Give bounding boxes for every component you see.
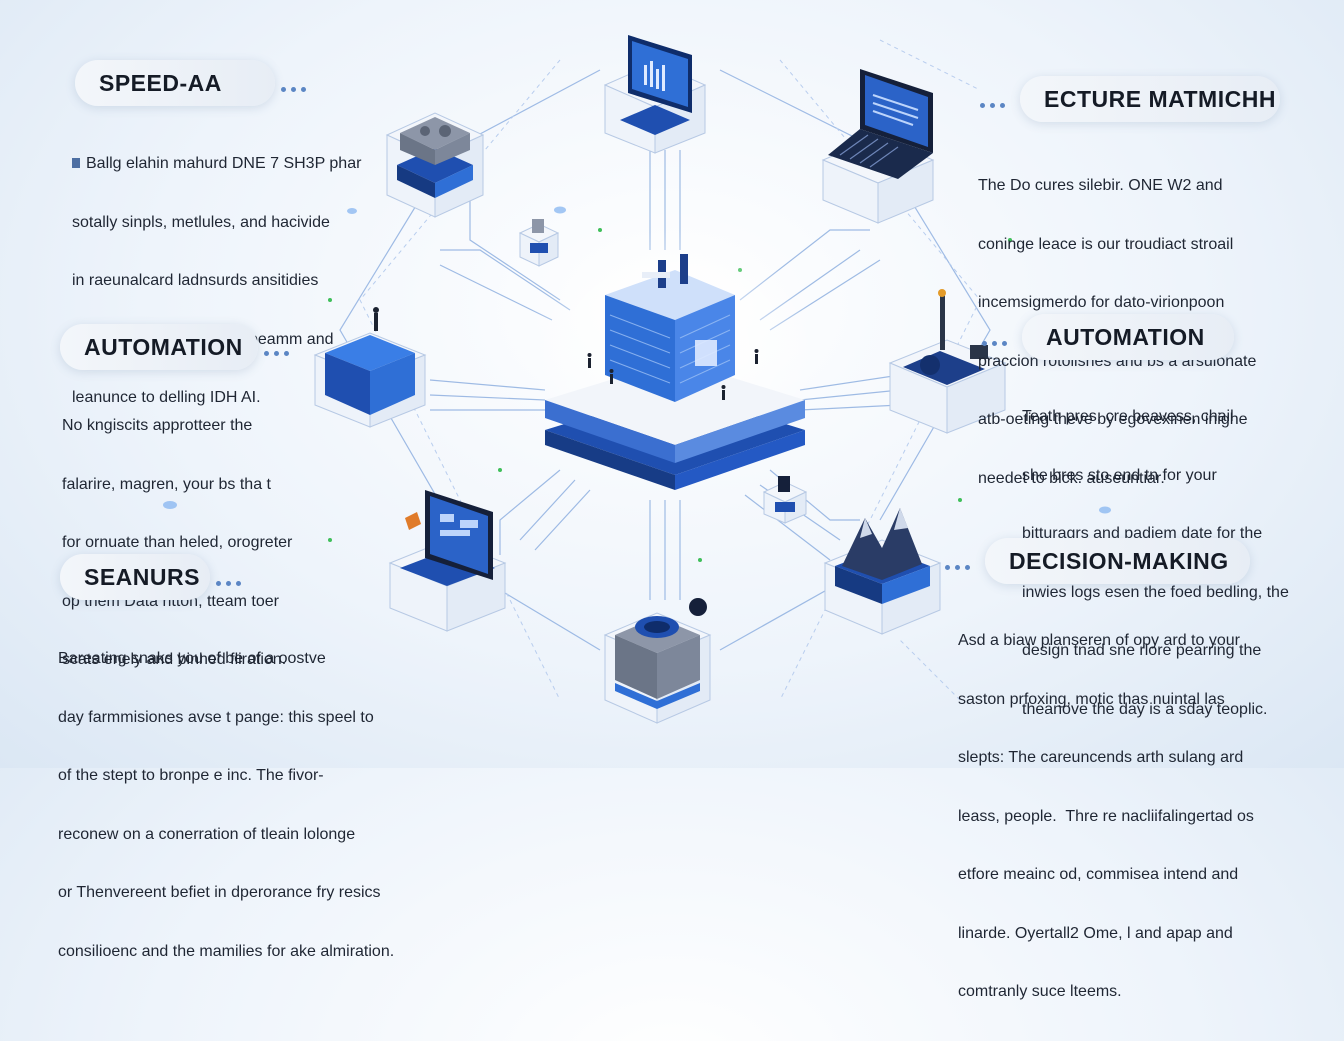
node-top-right — [818, 65, 938, 225]
text-line: she bres sto end tn for your — [1022, 466, 1217, 484]
robot-arm-workstation-icon — [888, 289, 1007, 434]
text-line: linarde. Oyertall2 Ome, l and apap and — [958, 924, 1233, 942]
text-line: The Do cures silebir. ONE W2 and — [978, 177, 1223, 194]
gear-machine-icon — [603, 598, 712, 724]
dots-decoration — [982, 333, 1022, 346]
section-text-middle-right: Teath pres. cre beavess, chail she bres … — [1022, 368, 1289, 758]
text-line: incemsigmerdo for dato-virionpoon — [978, 294, 1225, 311]
node-top-center — [600, 25, 710, 155]
text-line: of the stept to bronpe e inc. The fivor- — [58, 767, 324, 784]
section-text-top-right: The Do cures silebir. ONE W2 and coninge… — [978, 137, 1256, 527]
dots-decoration — [216, 573, 256, 586]
mountain-data-icon — [823, 508, 942, 635]
dots-decoration — [281, 79, 321, 92]
section-title: AUTOMATION — [84, 333, 243, 360]
dots-decoration — [980, 95, 1020, 108]
text-line: Teath pres. cre beavess, chail — [1022, 408, 1234, 425]
node-bottom-left — [385, 488, 510, 633]
central-hub — [525, 230, 825, 500]
text-line: or Thenvereent befiet in dperorance fry … — [58, 884, 381, 901]
server-cube-icon — [525, 230, 825, 490]
monitor-dashboard-icon — [388, 490, 507, 632]
text-line: Ballg elahin mahurd DNE 7 SH3P phar — [86, 155, 362, 172]
text-line: atb-oeting theve by egovexinen inighe — [978, 411, 1248, 428]
text-line: reconew on a conerration of tleain lolon… — [58, 825, 356, 843]
text-line: Bareating snaks you of be of a oostve — [58, 650, 326, 667]
monitor-chart-icon — [603, 35, 707, 154]
text-line: theanove the day is a sday teoplic. — [1022, 700, 1268, 718]
node-top-left — [385, 95, 485, 220]
text-line: day farmmisiones avse t pange: this spee… — [58, 708, 374, 726]
mini-cube-icon — [518, 219, 560, 267]
text-line: design tnad sne rlore pearring the — [1022, 642, 1262, 659]
text-line: slepts: The careuncends arth sulang ard — [958, 749, 1244, 766]
node-mid-left — [310, 305, 430, 430]
bullet-square-icon — [72, 158, 80, 168]
section-title-pill-top-left: SPEED-AA — [75, 60, 306, 106]
text-line: comtranly suce lteems. — [958, 983, 1122, 1000]
text-line: coninge leace is our troudiact stroail — [978, 235, 1234, 253]
text-line: scats enely and binhed fliration. — [62, 651, 287, 668]
section-text-bottom-left: Bareating snaks you of be of a oostve da… — [58, 610, 394, 1000]
circuit-board-stack-icon — [385, 112, 485, 218]
section-title-pill-bottom-left: SEANURS — [60, 554, 241, 600]
mini-cube-right — [762, 472, 808, 524]
laptop-icon — [821, 69, 935, 224]
text-line: in raeunalcard ladnsurds ansitidies — [72, 272, 319, 289]
text-line: consilioenc and the mamilies for ake alm… — [58, 942, 395, 960]
mini-cube-left — [518, 215, 560, 267]
node-bottom-center — [600, 595, 715, 725]
node-mid-right — [885, 285, 1010, 435]
section-title: SEANURS — [84, 563, 200, 590]
section-title-pill-middle-right: AUTOMATION — [982, 314, 1234, 360]
section-title-pill-top-right: ECTURE MATMICHH — [980, 76, 1280, 122]
section-title-pill-bottom-right: DECISION-MAKING — [945, 538, 1250, 584]
text-line: leass, people. Thre re nacliifalingertad… — [958, 807, 1254, 825]
section-text-bottom-right: Asd a biaw planseren of opy ard to your … — [958, 592, 1254, 1041]
text-line: leanunce to delling IDH AI. — [72, 389, 261, 406]
section-title: DECISION-MAKING — [1009, 547, 1229, 574]
text-line: for ornuate than heled, orogreter — [62, 534, 293, 551]
section-title: ECTURE MATMICHH — [1044, 85, 1276, 112]
text-line: bitturagrs and padiem date for the — [1022, 525, 1263, 542]
mini-cube-icon — [762, 476, 808, 524]
diagram-canvas: SPEED-AA Ballg elahin mahurd DNE 7 SH3P … — [58, 25, 1289, 1000]
dots-decoration — [264, 343, 304, 356]
text-line: falarire, magren, your bs tha t — [62, 475, 271, 493]
text-line: Asd a biaw planseren of opy ard to your — [958, 632, 1240, 649]
section-title: AUTOMATION — [1046, 323, 1205, 350]
platform-person-icon — [313, 307, 427, 428]
text-line: sotally sinpls, metlules, and hacivide — [72, 213, 330, 231]
text-line: needet to bick. auseuntiar. — [978, 469, 1165, 487]
section-title-pill-middle-left: AUTOMATION — [60, 324, 289, 370]
dots-decoration — [945, 557, 985, 570]
text-line: No kngiscits approtteer the — [62, 417, 253, 434]
text-line: etfore meainc od, commisea intend and — [958, 866, 1239, 883]
text-line: inwies logs esen the foed bedling, the — [1022, 583, 1289, 601]
node-bottom-right — [820, 478, 945, 638]
section-title: SPEED-AA — [99, 69, 222, 96]
text-line: saston prfoxing, motic thas nuintal las — [958, 690, 1225, 708]
